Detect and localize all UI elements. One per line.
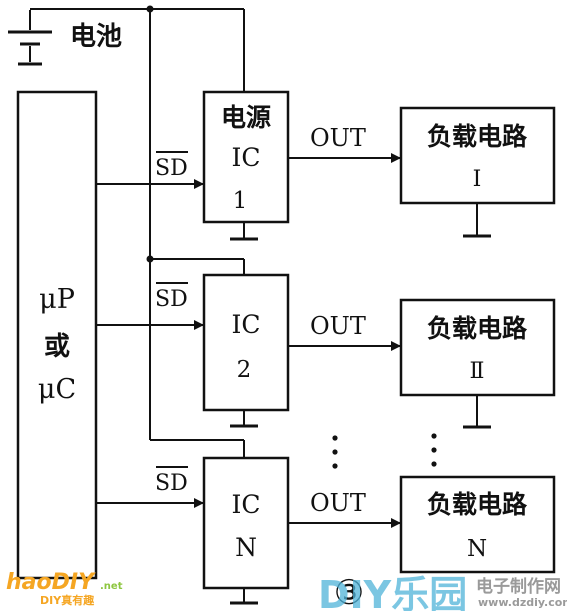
ellipsis-dots-middle — [332, 435, 338, 469]
power-ic-1-line1: 电源 — [221, 103, 271, 132]
controller-label-line2: 或 — [44, 332, 70, 362]
controller-label-line1: μP — [39, 284, 75, 315]
load-circuit-1-title: 负载电路 — [427, 122, 528, 151]
watermark-left-brand: haoDIY — [6, 570, 96, 595]
power-ic-2 — [202, 273, 290, 412]
controller-label-line3: μC — [38, 374, 76, 405]
sd-arrow-n — [194, 498, 204, 508]
figure-number: ③ — [334, 573, 364, 611]
ellipsis-dots-right — [431, 433, 437, 467]
watermark-right-url: www.dzdiy.com — [478, 596, 567, 609]
load-circuit-2-title: 负载电路 — [427, 314, 528, 343]
out-label-n: OUT — [310, 489, 366, 517]
out-arrow-1 — [391, 153, 401, 163]
sd-label-1: SD — [155, 156, 188, 181]
watermark-right-title: 电子制作网 — [476, 576, 561, 597]
out-arrow-n — [391, 518, 401, 528]
sd-label-n: SD — [155, 471, 188, 496]
load-circuit-2-index: Ⅱ — [470, 359, 485, 384]
power-ic-1 — [202, 90, 290, 224]
power-ic-1-line2: IC — [231, 143, 260, 172]
battery-symbol — [8, 10, 52, 66]
out-label-2: OUT — [310, 312, 366, 340]
power-ic-n — [202, 456, 290, 590]
power-ic-n-line1: IC — [231, 490, 260, 519]
sd-arrow-2 — [194, 320, 204, 330]
power-ic-2-line2: 2 — [237, 357, 252, 383]
watermark-center-brand: DIY乐园 — [318, 573, 467, 611]
sd-label-2: SD — [155, 287, 188, 312]
power-ic-2-line1: IC — [231, 310, 260, 339]
power-ic-1-line3: 1 — [233, 188, 248, 214]
load-circuit-n — [399, 475, 556, 574]
battery-label: 电池 — [70, 22, 122, 52]
load-circuit-2 — [399, 298, 556, 397]
load-circuit-1 — [399, 106, 556, 205]
load-circuit-n-title: 负载电路 — [427, 490, 528, 519]
watermark-left-sub: DIY真有趣 — [40, 593, 95, 607]
load-circuit-1-index: I — [473, 167, 482, 192]
controller-block — [16, 90, 98, 580]
junction-dot-top — [146, 5, 154, 13]
out-arrow-2 — [391, 341, 401, 351]
out-label-1: OUT — [310, 124, 366, 152]
sd-arrow-1 — [194, 179, 204, 189]
power-ic-n-line2: N — [235, 533, 257, 562]
load-circuit-n-index: N — [467, 536, 487, 562]
watermark-left-suffix: .net — [100, 581, 123, 592]
